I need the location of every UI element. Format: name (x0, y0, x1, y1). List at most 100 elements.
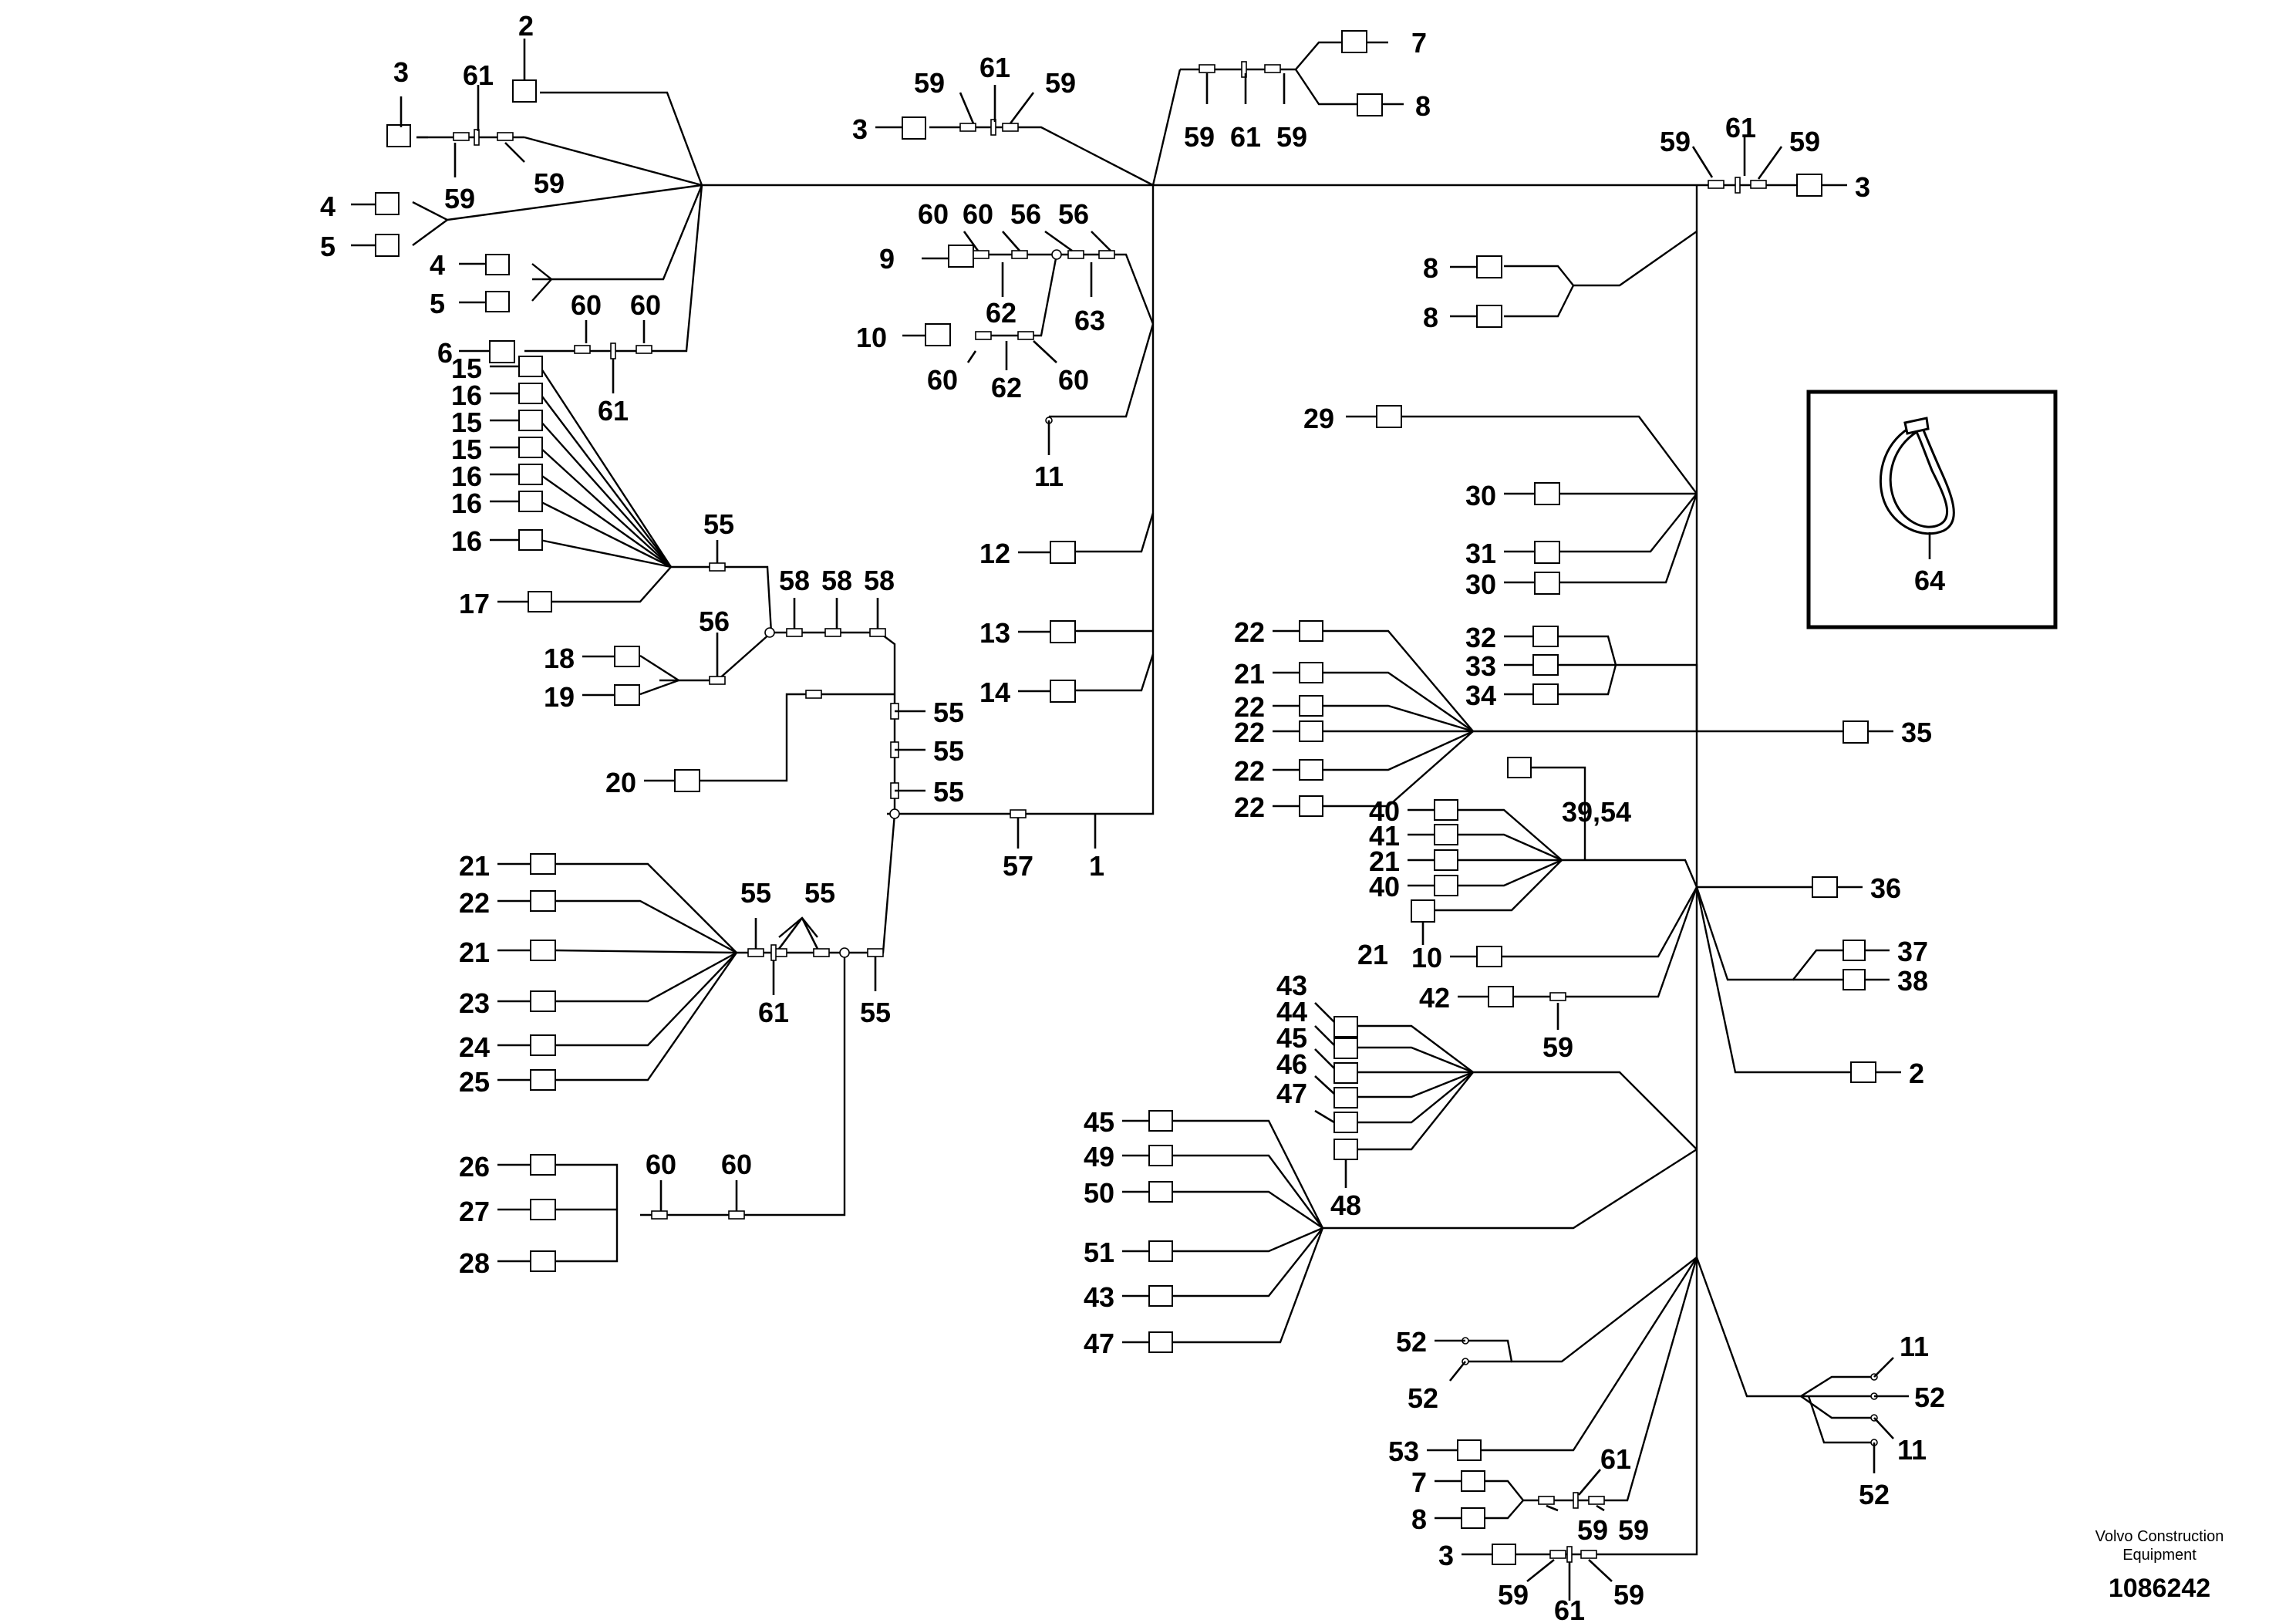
callout-31: 31 (1465, 538, 1496, 569)
callout-22: 22 (1234, 791, 1265, 823)
connector-boxes (375, 30, 1876, 1565)
callout-21: 21 (1369, 845, 1400, 877)
callout-55: 55 (933, 776, 964, 808)
callout-15: 15 (451, 434, 482, 465)
callout-60: 60 (630, 289, 661, 321)
brand-line-2: Equipment (2122, 1547, 2197, 1564)
callout-59: 59 (534, 167, 565, 199)
callout-40: 40 (1369, 795, 1400, 827)
callout-61: 61 (1230, 121, 1261, 153)
callout-16: 16 (451, 525, 482, 557)
callout-59: 59 (1045, 67, 1076, 99)
callout-55: 55 (860, 997, 891, 1028)
callout-5: 5 (430, 288, 445, 319)
callout-55: 55 (804, 877, 835, 909)
callout-8: 8 (1423, 302, 1438, 333)
callout-61: 61 (598, 395, 629, 427)
callout-52: 52 (1859, 1479, 1890, 1510)
callout-64: 64 (1914, 565, 1945, 596)
callout-56: 56 (1058, 198, 1089, 230)
callout-29: 29 (1303, 403, 1334, 434)
callout-42: 42 (1419, 982, 1450, 1014)
callout-62: 62 (991, 372, 1022, 403)
callout-2: 2 (518, 10, 534, 42)
callout-37: 37 (1897, 936, 1928, 967)
callout-11: 11 (1034, 461, 1064, 492)
callout-60: 60 (1058, 364, 1089, 396)
callout-3: 3 (393, 56, 409, 88)
callout-34: 34 (1465, 680, 1496, 711)
callout-7: 7 (1411, 27, 1427, 59)
callout-59: 59 (1577, 1514, 1608, 1546)
callout-56: 56 (1010, 198, 1041, 230)
callout-60: 60 (918, 198, 949, 230)
callout-33: 33 (1465, 650, 1496, 682)
callout-55: 55 (703, 508, 734, 540)
callout-8: 8 (1423, 252, 1438, 284)
callout-43: 43 (1084, 1281, 1114, 1313)
callout-61: 61 (758, 997, 789, 1028)
callout-60: 60 (721, 1149, 752, 1180)
callout-58: 58 (821, 565, 852, 596)
callout-11: 11 (1900, 1331, 1929, 1362)
callout-38: 38 (1897, 965, 1928, 997)
callout-8: 8 (1415, 90, 1431, 122)
callout-4: 4 (320, 191, 335, 222)
callout-5: 5 (320, 231, 335, 262)
callout-59: 59 (1613, 1579, 1644, 1611)
callout-59: 59 (1618, 1514, 1649, 1546)
callout-61: 61 (979, 52, 1010, 83)
callout-47: 47 (1084, 1328, 1114, 1359)
cable-tie-inset: 64 (1806, 390, 2058, 629)
callout-61: 61 (1725, 112, 1756, 143)
callout-22: 22 (459, 887, 490, 919)
callout-59: 59 (1789, 126, 1820, 157)
callout-12: 12 (979, 538, 1010, 569)
callout-16: 16 (451, 380, 482, 411)
callout-41: 41 (1369, 820, 1400, 852)
callout-15: 15 (451, 407, 482, 438)
callout-21: 21 (459, 936, 490, 968)
callout-45: 45 (1084, 1106, 1114, 1138)
callout-53: 53 (1388, 1436, 1419, 1467)
callout-45: 45 (1276, 1022, 1307, 1054)
document-number: 1086242 (2109, 1574, 2210, 1603)
callout-14: 14 (979, 677, 1010, 708)
callout-23: 23 (459, 987, 490, 1019)
callout-19: 19 (544, 681, 575, 713)
callout-2: 2 (1909, 1058, 1924, 1089)
callout-52: 52 (1914, 1382, 1945, 1413)
callout-labels: 2 3 61 59 59 4 5 4 5 6 60 60 61 3 59 61 … (320, 10, 1945, 1623)
callout-61: 61 (463, 59, 494, 91)
callout-59: 59 (1184, 121, 1215, 153)
callout-26: 26 (459, 1151, 490, 1183)
callout-20: 20 (605, 767, 636, 798)
callout-39-54: 39,54 (1562, 796, 1631, 828)
callout-22: 22 (1234, 755, 1265, 787)
callout-15: 15 (451, 353, 482, 384)
brand-line-1: Volvo Construction (2095, 1528, 2224, 1545)
callout-63: 63 (1074, 305, 1105, 336)
callout-7: 7 (1411, 1466, 1427, 1498)
callout-49: 49 (1084, 1141, 1114, 1173)
callout-1: 1 (1089, 850, 1104, 882)
callout-58: 58 (864, 565, 895, 596)
callout-47: 47 (1276, 1078, 1307, 1109)
callout-48: 48 (1330, 1189, 1361, 1221)
footer: Volvo Construction Equipment 1086242 (2095, 1528, 2224, 1603)
callout-25: 25 (459, 1066, 490, 1098)
callout-4: 4 (430, 249, 445, 281)
callout-3: 3 (1438, 1540, 1454, 1571)
callout-51: 51 (1084, 1237, 1114, 1268)
callout-30: 30 (1465, 569, 1496, 600)
callout-44: 44 (1276, 996, 1307, 1027)
callout-55: 55 (740, 877, 771, 909)
harness-wires (412, 41, 1874, 1556)
callout-57: 57 (1003, 850, 1033, 882)
callout-22: 22 (1234, 616, 1265, 648)
callout-9: 9 (879, 243, 895, 275)
callout-60: 60 (927, 364, 958, 396)
callout-52: 52 (1408, 1382, 1438, 1414)
callout-58: 58 (779, 565, 810, 596)
